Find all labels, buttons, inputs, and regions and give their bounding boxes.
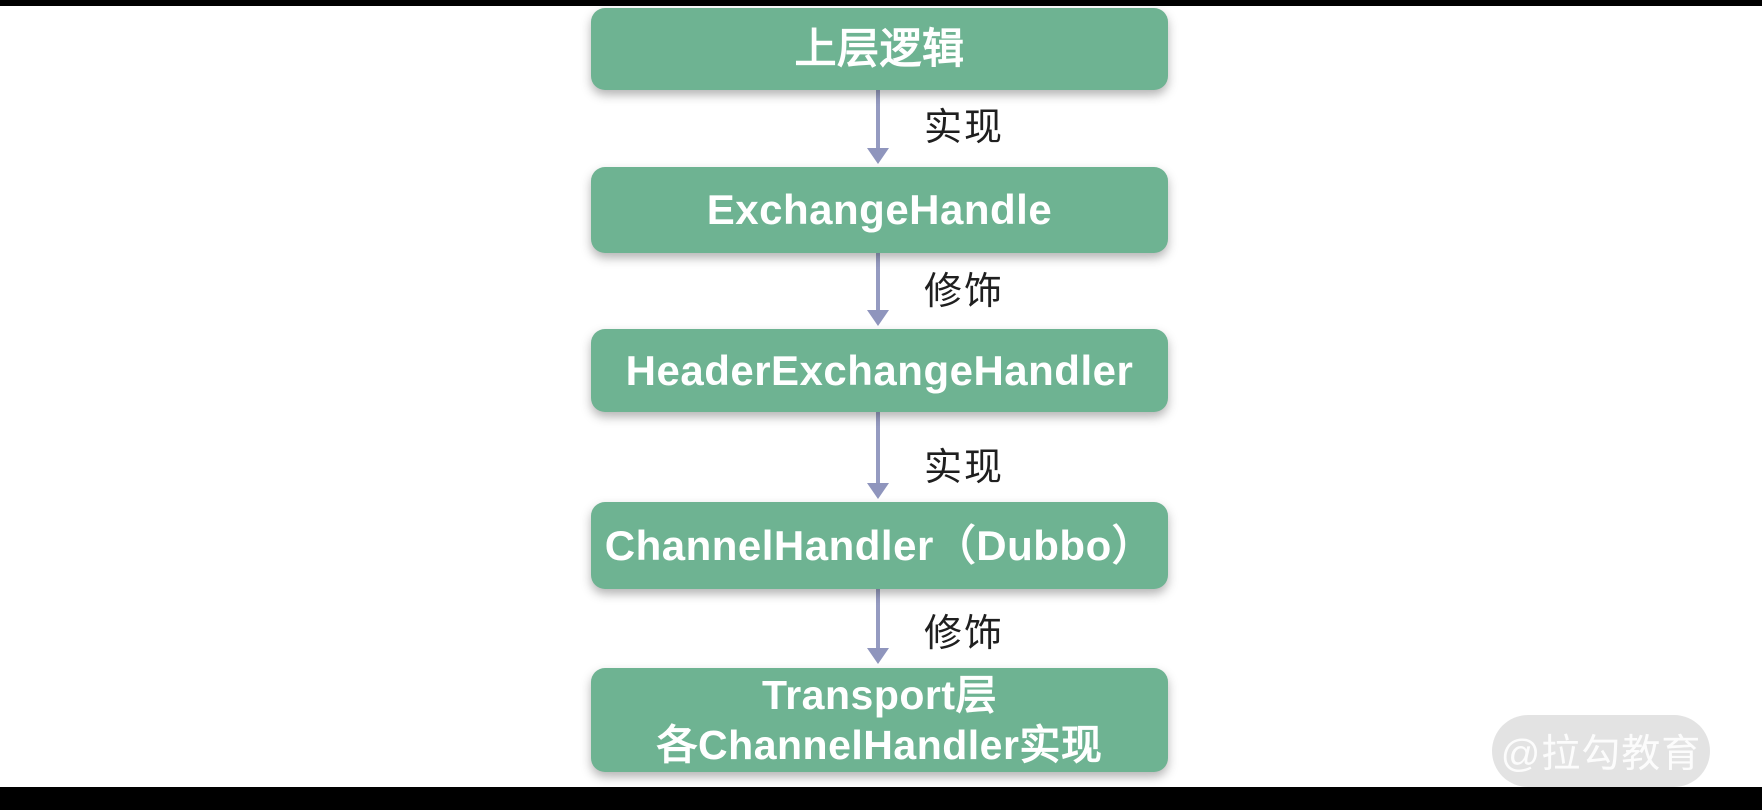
arrow-head-icon-3 — [867, 483, 889, 499]
node-transport-impl: Transport层 各ChannelHandler实现 — [591, 668, 1168, 772]
arrow-head-icon-2 — [867, 310, 889, 326]
edge-label-decorate-2: 修饰 — [924, 271, 1005, 313]
arrow-line-2 — [876, 253, 880, 311]
node-exchange-handle: ExchangeHandle — [591, 167, 1168, 253]
arrow-head-icon-4 — [867, 648, 889, 664]
node-upper-logic: 上层逻辑 — [591, 8, 1168, 90]
watermark-badge: @拉勾教育 — [1492, 715, 1710, 787]
edge-label-decorate-4: 修饰 — [924, 613, 1005, 655]
arrow-line-3 — [876, 412, 880, 484]
node-header-exchange-handler: HeaderExchangeHandler — [591, 329, 1168, 412]
arrow-line-4 — [876, 589, 880, 649]
letterbox-top-bar — [0, 0, 1762, 6]
node-channel-handler-dubbo: ChannelHandler（Dubbo） — [591, 502, 1168, 589]
arrow-head-icon-1 — [867, 148, 889, 164]
edge-label-implement-1: 实现 — [924, 107, 1005, 149]
letterbox-bottom-bar — [0, 787, 1762, 810]
arrow-line-1 — [876, 90, 880, 149]
edge-label-implement-3: 实现 — [924, 447, 1005, 489]
